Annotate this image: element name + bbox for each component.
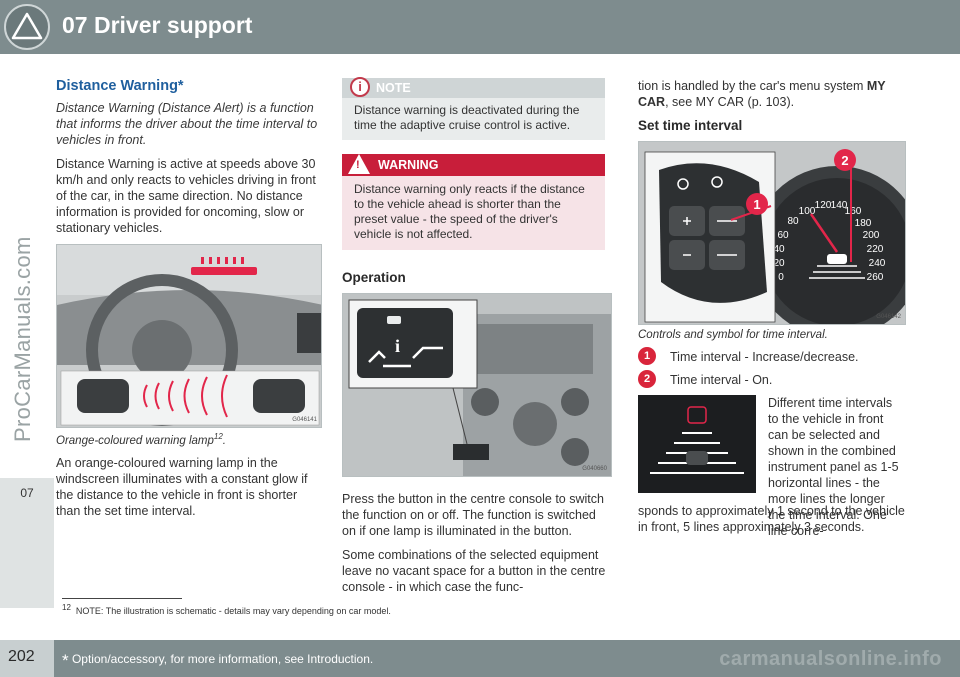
operation-heading: Operation <box>342 270 406 285</box>
interval-block: Different time intervals to the vehicle … <box>638 395 908 538</box>
exclamation-icon: ! <box>356 159 360 171</box>
gauge-tick: 60 <box>777 230 789 241</box>
console-drawing: i <box>343 294 611 476</box>
warning-label: WARNING <box>378 158 439 172</box>
legend-text: Time interval - On. <box>670 373 773 387</box>
dashboard-drawing <box>57 245 321 427</box>
callout-1: 1 <box>753 197 760 212</box>
page-footer <box>0 640 960 677</box>
gauge-tick: 240 <box>869 258 886 269</box>
section-heading: Distance Warning* <box>56 78 184 94</box>
footnote-text: NOTE: The illustration is schematic - de… <box>75 606 391 616</box>
warning-header: ! WARNING <box>342 154 605 176</box>
watermark: carmanualsonline.info <box>719 648 942 670</box>
gauge-tick: 200 <box>863 230 880 241</box>
note-text: Distance warning is deactivated during t… <box>354 103 580 132</box>
paragraph: tion is handled by the car's menu system… <box>638 78 908 110</box>
page-header <box>0 0 960 54</box>
figure-caption: Orange-coloured warning lamp12. <box>56 432 322 447</box>
figure-code: G046142 <box>876 314 901 320</box>
interval-lines-drawing <box>638 395 756 493</box>
paragraph: Some combinations of the selected equipm… <box>342 548 606 594</box>
gauge-tick: 120 <box>815 200 832 211</box>
svg-text:i: i <box>395 336 400 356</box>
gauge-tick: 0 <box>778 272 784 283</box>
column-2: i NOTE Distance warning is deactivated d… <box>342 77 612 603</box>
legend-number: 1 <box>638 347 656 365</box>
set-interval-heading: Set time interval <box>638 118 743 133</box>
controls-drawing: 80 100 120 140 160 180 200 220 240 260 6… <box>639 142 905 324</box>
paragraph: Different time intervals to the vehicle … <box>768 396 899 538</box>
gauge-tick: 180 <box>855 218 872 229</box>
legend-text: Time interval - Increase/decrease. <box>670 350 859 364</box>
footer-page-tab <box>0 640 54 677</box>
dashboard-illustration: G046141 <box>56 244 322 428</box>
paragraph: sponds to approximately 1 second to the … <box>638 504 905 534</box>
note-header: i NOTE <box>342 77 605 98</box>
footnote-divider <box>62 598 182 599</box>
page-title: 07 Driver support <box>62 12 253 38</box>
sidebar-url: ProCarManuals.com <box>10 236 35 442</box>
warning-triangle-icon <box>11 12 43 40</box>
caption-end: . <box>222 434 226 447</box>
footer-note-text: Option/accessory, for more information, … <box>71 652 374 666</box>
menu-name: MY CAR <box>638 79 886 109</box>
column-1: Distance Warning* Distance Warning (Dist… <box>56 78 322 527</box>
legend-number: 2 <box>638 370 656 388</box>
gauge-tick: 40 <box>773 244 785 255</box>
section-lead: Distance Warning (Distance Alert) is a f… <box>56 101 318 147</box>
gauge-tick: 100 <box>799 206 816 217</box>
p-start: tion is handled by the car's menu system <box>638 79 867 93</box>
legend-item: 2 Time interval - On. <box>638 370 908 388</box>
warning-box: ! WARNING Distance warning only reacts i… <box>342 154 605 250</box>
gauge-tick: 160 <box>845 206 862 217</box>
gauge-tick: 140 <box>831 200 848 211</box>
footnote-ref: 12 <box>213 432 223 441</box>
paragraph: Distance Warning is active at speeds abo… <box>56 157 316 235</box>
callout-2: 2 <box>841 153 848 168</box>
gauge-tick: 260 <box>867 272 884 283</box>
header-warning-badge <box>4 4 50 50</box>
footnote: 12 NOTE: The illustration is schematic -… <box>62 603 391 616</box>
gauge-tick: 220 <box>867 244 884 255</box>
warning-text: Distance warning only reacts if the dist… <box>354 182 585 241</box>
figure-caption: Controls and symbol for time interval. <box>638 329 828 341</box>
page-number: 202 <box>8 648 35 665</box>
info-icon: i <box>350 77 370 97</box>
centre-console-illustration: i G040660 <box>342 293 612 477</box>
legend-item: 1 Time interval - Increase/decrease. <box>638 347 908 365</box>
footnote-number: 12 <box>62 603 71 612</box>
warning-icon <box>348 154 370 174</box>
note-label: NOTE <box>376 81 411 95</box>
paragraph: Press the button in the centre console t… <box>342 492 604 538</box>
note-box: i NOTE Distance warning is deactivated d… <box>342 77 605 140</box>
figure-code: G040660 <box>582 466 607 472</box>
gauge-tick: 20 <box>773 258 785 269</box>
paragraph: An orange-coloured warning lamp in the w… <box>56 455 308 518</box>
column-3: tion is handled by the car's menu system… <box>638 78 908 543</box>
chapter-tab <box>0 478 54 608</box>
gauge-tick: 80 <box>787 216 799 227</box>
p-end: , see MY CAR (p. 103). <box>665 95 795 109</box>
caption-text: Orange-coloured warning lamp <box>56 434 214 447</box>
time-interval-symbol <box>638 395 756 493</box>
footer-note: * Option/accessory, for more information… <box>62 651 373 671</box>
figure-code: G046141 <box>292 417 317 423</box>
chapter-number: 07 <box>20 486 34 500</box>
footer-star: * <box>62 651 69 670</box>
controls-illustration: 80 100 120 140 160 180 200 220 240 260 6… <box>638 141 906 325</box>
